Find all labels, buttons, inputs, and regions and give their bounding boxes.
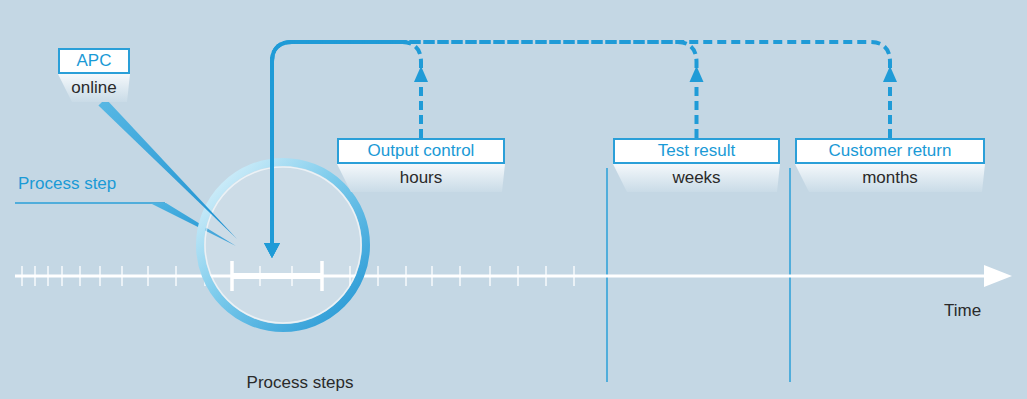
box-title: Customer return	[795, 138, 985, 164]
time-scale: months	[795, 164, 985, 192]
axis-label: Time	[944, 301, 981, 321]
box-title: APC	[58, 48, 130, 74]
axis-caption: Process steps	[247, 373, 354, 393]
time-scale: weeks	[613, 164, 780, 192]
time-scale-tab: online	[58, 74, 130, 102]
feedback-source-box: Customer returnmonths	[795, 138, 985, 192]
feedback-source-box: APConline	[58, 48, 130, 102]
lens-outline	[195, 157, 371, 333]
time-scale-tab: hours	[337, 164, 505, 192]
pointer-connector	[98, 98, 237, 239]
callout-label: Process step	[18, 174, 116, 194]
magnifier-lens: Process steps	[195, 157, 371, 333]
box-title: Output control	[337, 138, 505, 164]
time-scale: online	[58, 74, 130, 102]
label-underline	[15, 202, 165, 204]
time-scale-tab: weeks	[613, 164, 780, 192]
feedback-source-box: Output controlhours	[337, 138, 505, 192]
time-axis-head	[984, 265, 1012, 287]
box-title: Test result	[613, 138, 780, 164]
feedback-source-box: Test resultweeks	[613, 138, 780, 192]
time-scale-tab: months	[795, 164, 985, 192]
time-scale: hours	[337, 164, 505, 192]
time-axis	[15, 275, 990, 278]
